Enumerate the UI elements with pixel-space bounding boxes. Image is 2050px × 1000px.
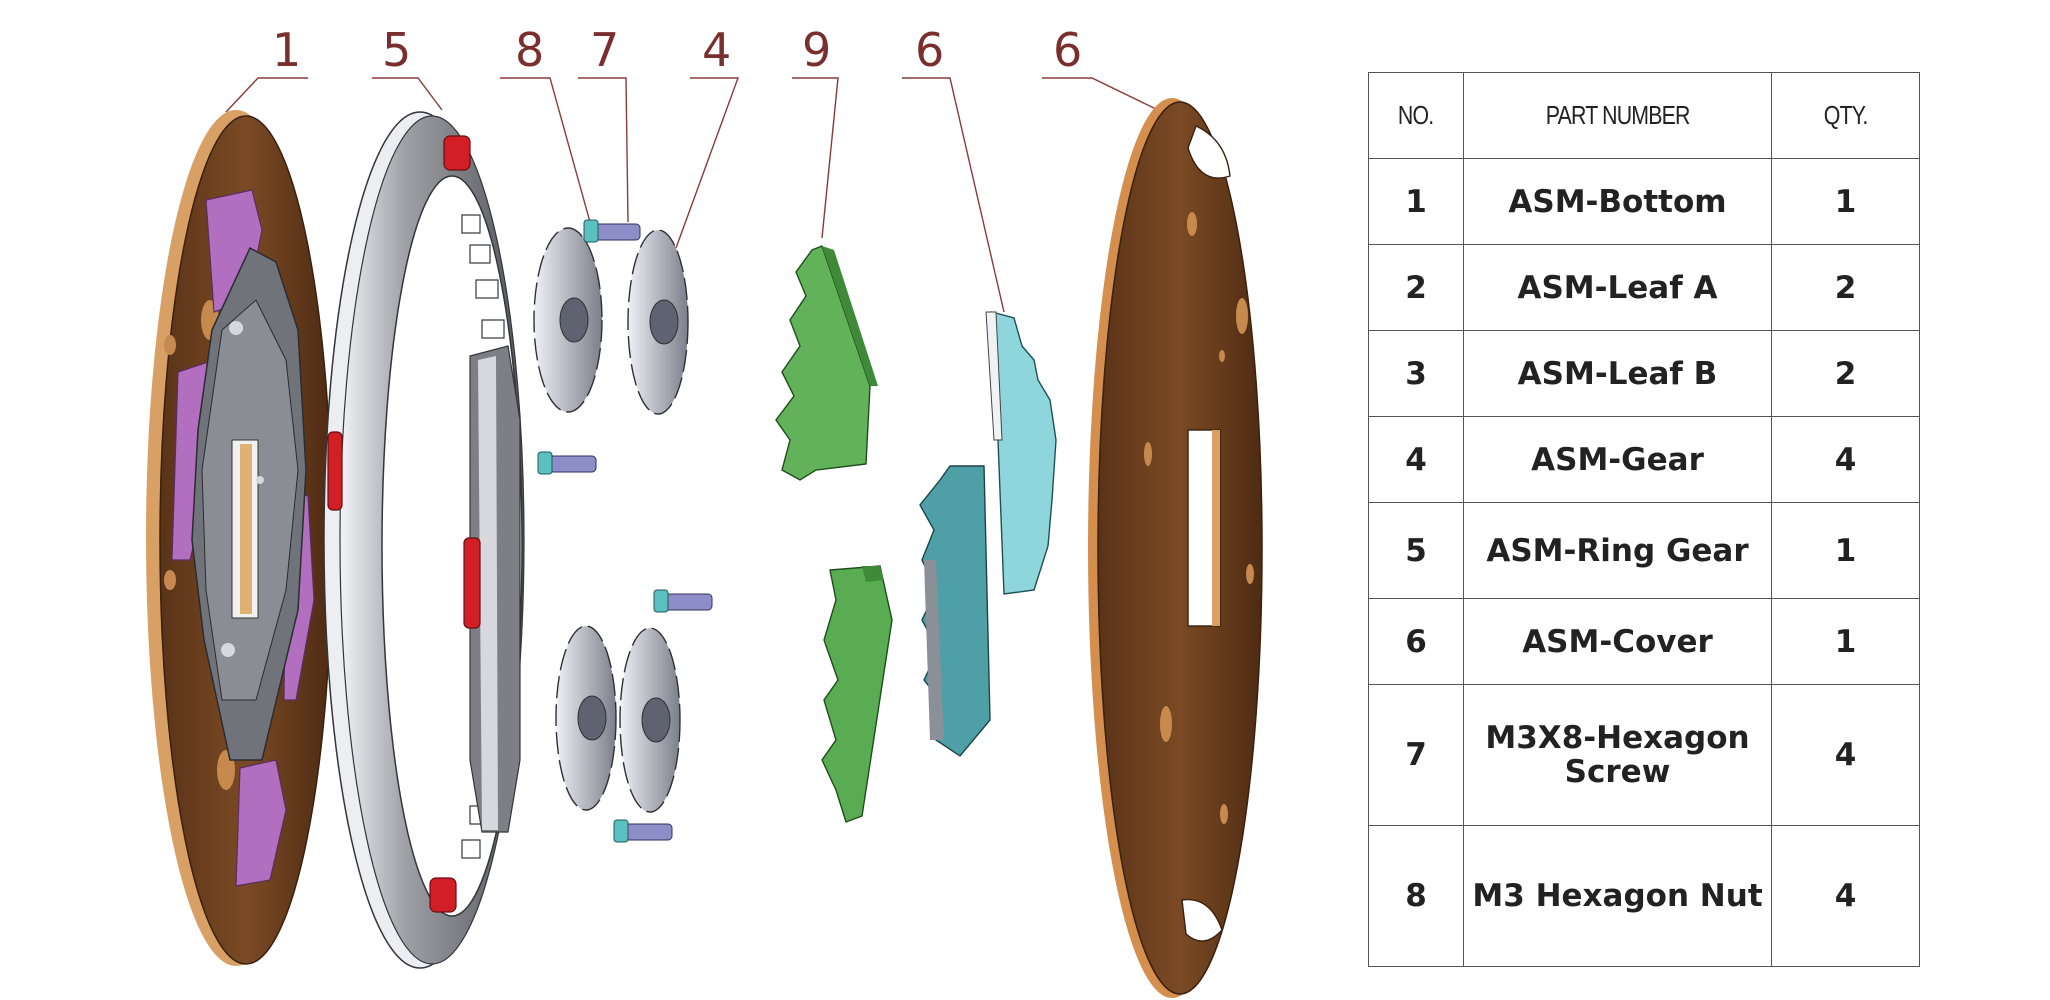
- bom-cell-no: 6: [1368, 598, 1464, 685]
- balloon-1: 1: [225, 23, 308, 113]
- bom-row: 3 ASM-Leaf B 2: [1368, 330, 1920, 417]
- exploded-assembly-drawing: 1 5 8 7 4 9 6 6: [146, 23, 1263, 998]
- bom-cell-no: 2: [1368, 244, 1464, 331]
- bom-cell-part: ASM-Bottom: [1463, 158, 1772, 245]
- part-leaf-green-top: [775, 245, 878, 481]
- bom-header-row: NO. PART NUMBER QTY.: [1368, 72, 1920, 159]
- bom-cell-part: ASM-Ring Gear: [1463, 502, 1772, 599]
- part-cover: [1088, 98, 1263, 998]
- svg-text:4: 4: [702, 23, 731, 77]
- bom-cell-part: ASM-Cover: [1463, 598, 1772, 685]
- bom-header-qty: QTY.: [1771, 72, 1920, 159]
- svg-text:9: 9: [802, 23, 831, 77]
- svg-text:6: 6: [1053, 23, 1082, 77]
- bom-row: 1 ASM-Bottom 1: [1368, 158, 1920, 245]
- bom-cell-no: 4: [1368, 416, 1464, 503]
- balloon-8: 8: [500, 23, 591, 223]
- bom-cell-part: M3X8-Hexagon Screw: [1463, 684, 1772, 826]
- bom-cell-no: 3: [1368, 330, 1464, 417]
- bom-cell-qty: 4: [1771, 416, 1920, 503]
- balloon-6-cover: 6: [1042, 23, 1159, 111]
- bom-cell-qty: 1: [1771, 502, 1920, 599]
- bom-cell-qty: 1: [1771, 158, 1920, 245]
- bom-row: 8 M3 Hexagon Nut 4: [1368, 825, 1920, 967]
- svg-text:8: 8: [515, 23, 544, 77]
- bom-cell-no: 7: [1368, 684, 1464, 826]
- bom-cell-no: 1: [1368, 158, 1464, 245]
- bill-of-materials-table: NO. PART NUMBER QTY. 1 ASM-Bottom 1 2 AS…: [1368, 72, 1920, 967]
- balloon-6-leaf: 6: [902, 23, 1005, 313]
- bom-row: 7 M3X8-Hexagon Screw 4: [1368, 684, 1920, 826]
- balloon-5: 5: [372, 23, 443, 111]
- part-screw-nut-4: [613, 819, 673, 843]
- part-screw-nut-3: [653, 589, 713, 613]
- part-gear-top-left: [533, 227, 603, 413]
- bom-header-part-number: PART NUMBER: [1463, 72, 1772, 159]
- bom-row: 4 ASM-Gear 4: [1368, 416, 1920, 503]
- bom-header-no: NO.: [1368, 72, 1464, 159]
- bom-cell-part: ASM-Gear: [1463, 416, 1772, 503]
- bom-row: 2 ASM-Leaf A 2: [1368, 244, 1920, 331]
- bom-cell-part: ASM-Leaf A: [1463, 244, 1772, 331]
- part-gear-top-right: [627, 229, 689, 415]
- part-ring-gear: [323, 111, 525, 969]
- bom-cell-qty: 2: [1771, 244, 1920, 331]
- bom-row: 5 ASM-Ring Gear 1: [1368, 502, 1920, 599]
- part-screw-nut-1: [583, 219, 641, 243]
- part-bottom-base: [146, 110, 333, 966]
- bom-cell-part: M3 Hexagon Nut: [1463, 825, 1772, 967]
- part-gear-bottom-right: [619, 627, 681, 813]
- bom-cell-no: 8: [1368, 825, 1464, 967]
- bom-cell-no: 5: [1368, 502, 1464, 599]
- part-screw-nut-2: [537, 451, 597, 475]
- balloon-9: 9: [792, 23, 839, 239]
- svg-text:5: 5: [382, 23, 411, 77]
- balloon-4: 4: [675, 23, 740, 249]
- bom-cell-qty: 2: [1771, 330, 1920, 417]
- bom-cell-qty: 4: [1771, 825, 1920, 967]
- bom-cell-qty: 4: [1771, 684, 1920, 826]
- part-leaf-cyan: [985, 311, 1057, 595]
- ring-gear-red-tabs: [327, 135, 481, 913]
- balloon-7: 7: [578, 23, 629, 223]
- bom-cell-qty: 1: [1771, 598, 1920, 685]
- svg-text:6: 6: [915, 23, 944, 77]
- svg-text:1: 1: [272, 23, 301, 77]
- bom-cell-part: ASM-Leaf B: [1463, 330, 1772, 417]
- bom-row: 6 ASM-Cover 1: [1368, 598, 1920, 685]
- svg-text:7: 7: [590, 23, 619, 77]
- part-leaf-teal: [919, 465, 991, 757]
- part-gear-bottom-left: [555, 625, 617, 811]
- part-leaf-green-bottom: [821, 565, 893, 823]
